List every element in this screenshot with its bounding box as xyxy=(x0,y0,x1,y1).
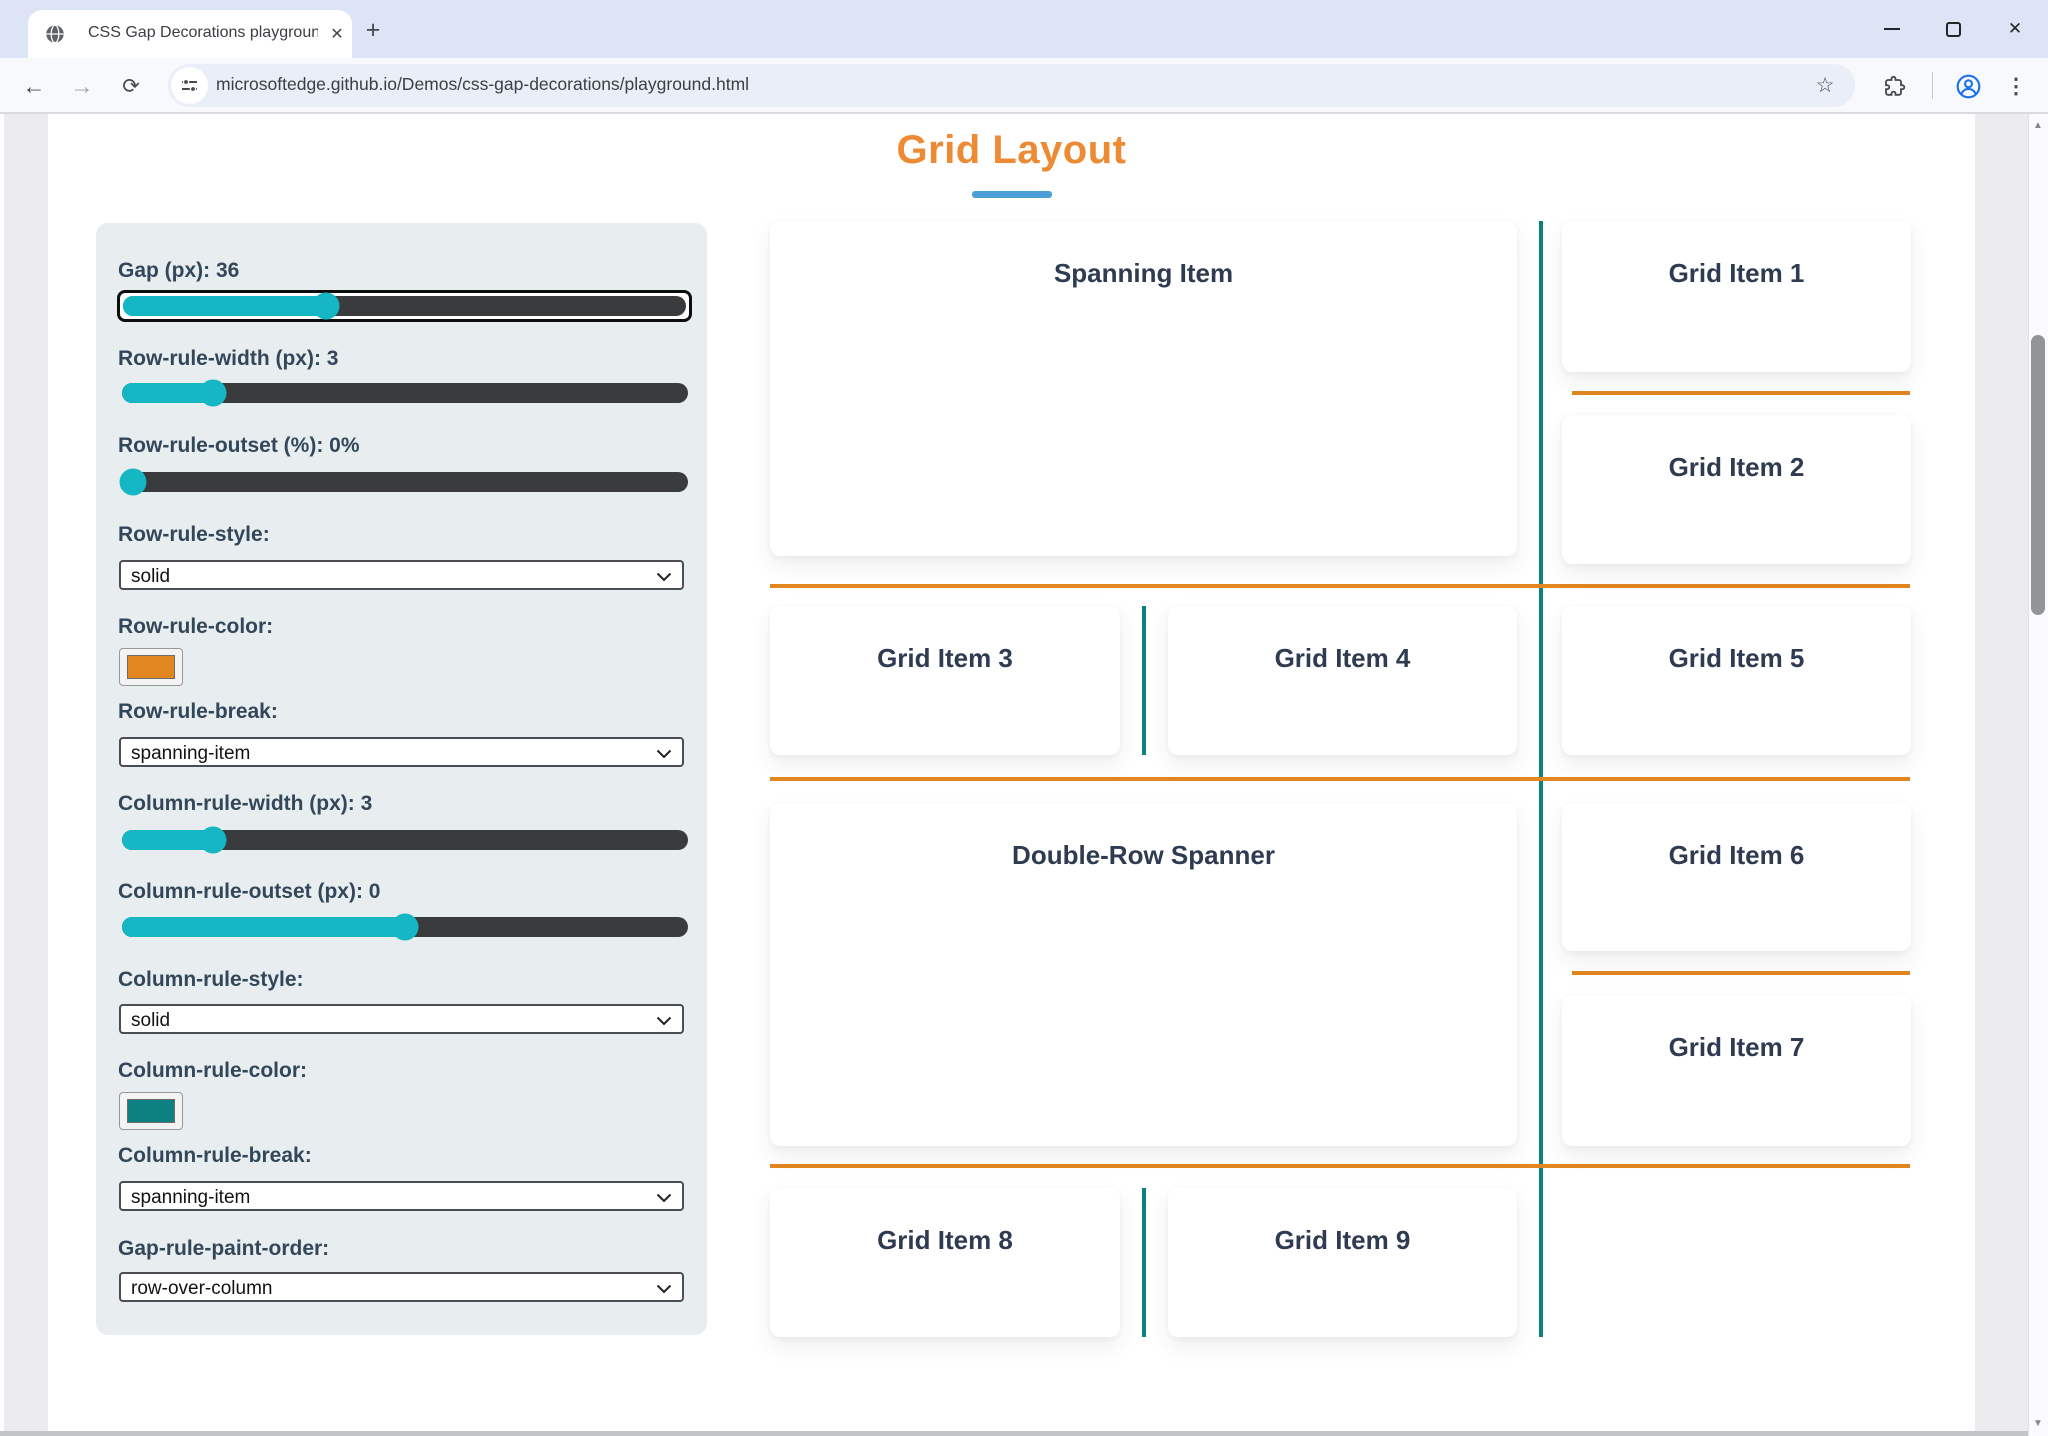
back-button[interactable]: ← xyxy=(22,72,46,99)
window-maximize-button[interactable] xyxy=(1930,14,1976,44)
grid-card-item-5: Grid Item 5 xyxy=(1562,606,1911,755)
grid-card-item-8: Grid Item 8 xyxy=(770,1188,1120,1337)
row-rule-color-chip xyxy=(127,655,175,679)
grid-card-item-4: Grid Item 4 xyxy=(1168,606,1517,755)
row-rule-width-slider-thumb[interactable] xyxy=(199,379,227,407)
maximize-icon xyxy=(1945,21,1961,37)
grid-card-item-9: Grid Item 9 xyxy=(1168,1188,1517,1337)
column-rule-color-picker[interactable] xyxy=(119,1092,183,1130)
puzzle-icon xyxy=(1885,75,1906,96)
row-rule-width-label: Row-rule-width (px): 3 xyxy=(118,347,339,370)
row-rule-color-label: Row-rule-color: xyxy=(118,615,274,638)
chevron-down-icon xyxy=(656,572,672,582)
column-rule-width-label: Column-rule-width (px): 3 xyxy=(118,792,373,815)
column-rule-break-select[interactable]: spanning-item xyxy=(119,1181,684,1211)
row-rule-color-picker[interactable] xyxy=(119,648,183,686)
row-rule-full-b xyxy=(770,777,1910,781)
forward-button[interactable]: → xyxy=(70,72,94,99)
chevron-down-icon xyxy=(656,749,672,759)
scrollbar-thumb[interactable] xyxy=(2031,335,2045,615)
vertical-scrollbar[interactable] xyxy=(2028,114,2048,1436)
toolbar-divider xyxy=(0,112,2048,114)
chevron-down-icon xyxy=(656,1284,672,1294)
scroll-down-icon[interactable]: ▼ xyxy=(2033,1418,2043,1429)
row-rule-style-label: Row-rule-style: xyxy=(118,523,270,546)
page-right-gutter xyxy=(1975,114,2028,1436)
profile-button[interactable] xyxy=(1950,70,1986,102)
gap-slider-thumb[interactable] xyxy=(312,292,340,320)
controls-panel xyxy=(96,223,707,1335)
chevron-down-icon xyxy=(656,1016,672,1026)
grid-card-double-row-spanner: Double-Row Spanner xyxy=(770,803,1517,1146)
grid-card-spanning-item: Spanning Item xyxy=(770,221,1517,556)
scroll-up-icon[interactable]: ▲ xyxy=(2033,120,2043,131)
grid-card-item-1: Grid Item 1 xyxy=(1562,221,1911,372)
chevron-down-icon xyxy=(656,1193,672,1203)
reload-button[interactable]: ⟳ xyxy=(122,74,140,98)
column-rule-color-chip xyxy=(127,1099,175,1123)
site-info-button[interactable] xyxy=(171,67,208,104)
toolbar-separator xyxy=(1932,72,1933,99)
column-rule-row6 xyxy=(1142,1188,1146,1337)
grid-card-item-2: Grid Item 2 xyxy=(1562,415,1911,564)
column-rule-style-select[interactable]: solid xyxy=(119,1004,684,1034)
column-rule-style-label: Column-rule-style: xyxy=(118,968,304,991)
gap-rule-paint-order-select[interactable]: row-over-column xyxy=(119,1272,684,1302)
row-rule-width-slider[interactable] xyxy=(122,379,688,407)
extensions-button[interactable] xyxy=(1877,70,1913,102)
new-tab-button[interactable]: + xyxy=(365,16,381,44)
tab-title: CSS Gap Decorations playgroun xyxy=(88,24,318,41)
row-rule-outset-label: Row-rule-outset (%): 0% xyxy=(118,434,360,457)
column-rule-width-slider-thumb[interactable] xyxy=(199,826,227,854)
title-underline xyxy=(972,191,1052,198)
gap-slider-label: Gap (px): 36 xyxy=(118,259,240,282)
row-rule-style-select[interactable]: solid xyxy=(119,560,684,590)
column-rule-width-slider[interactable] xyxy=(122,826,688,854)
browser-menu-button[interactable]: ⋮ xyxy=(2005,74,2027,98)
tune-icon xyxy=(182,78,197,93)
column-rule-outset-slider[interactable] xyxy=(122,913,688,941)
page-left-gutter xyxy=(4,114,48,1436)
window-minimize-button[interactable] xyxy=(1869,14,1915,44)
row-rule-outset-slider-thumb[interactable] xyxy=(119,468,147,496)
page-title: Grid Layout xyxy=(896,128,1127,172)
row-rule-col3-b xyxy=(1572,971,1910,975)
grid-card-item-3: Grid Item 3 xyxy=(770,606,1120,755)
minimize-icon xyxy=(1884,28,1900,30)
row-rule-full-a xyxy=(770,584,1910,588)
window-close-button[interactable]: ✕ xyxy=(2007,19,2023,38)
column-rule-color-label: Column-rule-color: xyxy=(118,1059,307,1082)
browser-tab[interactable]: CSS Gap Decorations playgroun ✕ xyxy=(28,10,352,58)
row-rule-break-label: Row-rule-break: xyxy=(118,700,278,723)
grid-card-item-7: Grid Item 7 xyxy=(1562,995,1911,1146)
bookmark-star-icon[interactable]: ☆ xyxy=(1815,74,1835,97)
column-rule-outset-slider-thumb[interactable] xyxy=(391,913,419,941)
row-rule-full-c xyxy=(770,1164,1910,1168)
row-rule-break-select[interactable]: spanning-item xyxy=(119,737,684,767)
address-bar[interactable]: microsoftedge.github.io/Demos/css-gap-de… xyxy=(168,64,1855,107)
gap-rule-paint-order-label: Gap-rule-paint-order: xyxy=(118,1237,330,1260)
profile-avatar-icon xyxy=(1956,74,1980,98)
grid-card-item-6: Grid Item 6 xyxy=(1562,803,1911,951)
tab-close-icon[interactable]: ✕ xyxy=(330,26,344,43)
row-rule-col3-a xyxy=(1572,391,1910,395)
column-rule-row3 xyxy=(1142,606,1146,755)
column-rule-break-label: Column-rule-break: xyxy=(118,1144,312,1167)
column-rule-outset-label: Column-rule-outset (px): 0 xyxy=(118,880,381,903)
gap-slider-track[interactable] xyxy=(123,292,686,320)
globe-favicon-icon xyxy=(44,23,66,45)
row-rule-outset-slider[interactable] xyxy=(119,468,688,496)
gap-slider[interactable] xyxy=(117,290,692,322)
url-text[interactable]: microsoftedge.github.io/Demos/css-gap-de… xyxy=(216,74,750,94)
window-bottom-edge xyxy=(0,1431,2028,1436)
